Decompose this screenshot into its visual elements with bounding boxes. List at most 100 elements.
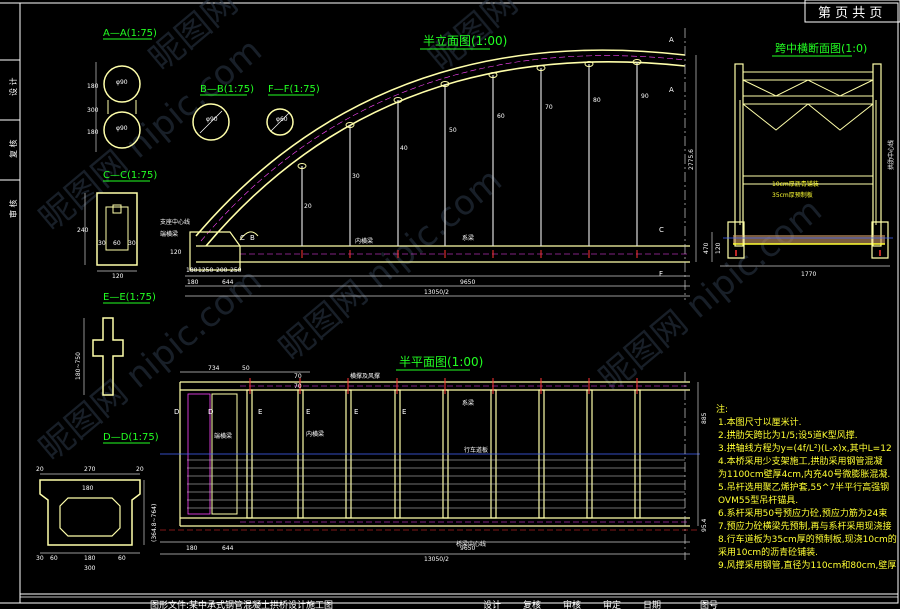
plan-dim-3: 70 (294, 373, 302, 380)
end-beam-label: 端横梁 (160, 230, 178, 238)
section-aa-title: A—A(1:75) (103, 28, 157, 39)
ff-label: φ60 (276, 116, 288, 123)
title-cell-5: 日期 (643, 600, 661, 609)
aa-label-1: φ90 (116, 79, 128, 86)
plan-dim-1: 734 (208, 365, 220, 372)
elevation-dim-bottom-1: 180 (187, 279, 199, 286)
aa-dim-3: 180 (87, 129, 99, 136)
dd-dim-2: 20 (36, 466, 44, 473)
elevation-dim-bottom-3: 180 (186, 267, 198, 274)
hanger-ticks (301, 250, 638, 258)
bb-label: φ90 (206, 116, 218, 123)
notes-line-3: 3.拱轴线方程为y=(4f/L²)(L-x)x,其中L=12 (718, 442, 892, 454)
ee-dim-1: 180~750 (75, 352, 82, 380)
cross-section-title: 跨中横断面图(1:0) (775, 41, 867, 55)
plan-end-beam-label: 端横梁 (214, 432, 232, 440)
hanger-label-8: 90 (641, 93, 649, 100)
hanger-label-7: 80 (593, 97, 601, 104)
cross-height-1: 470 (703, 242, 710, 254)
half-elevation: 半立面图(1:00) (160, 28, 697, 300)
section-cc-title: C—C(1:75) (103, 170, 157, 181)
title-cell-4: 审定 (603, 599, 621, 609)
elevation-dim-total: 9650 (460, 279, 475, 286)
margin-label-2: 复 核 (8, 139, 18, 158)
title-cell-3: 审核 (563, 599, 581, 609)
elevation-dim-bottom-6: 250 (230, 267, 242, 274)
plan-dim-half: 13050/2 (424, 556, 449, 563)
section-bb: B—B(1:75) φ90 (192, 84, 254, 141)
section-cc: C—C(1:75) 240 30 60 30 120 (77, 170, 157, 280)
notes-line-4: 4.本桥采用少支架施工,拱肋采用钢管混凝 (718, 455, 882, 467)
hanger-label-3: 40 (400, 145, 408, 152)
dd-dim-3: 180 (82, 485, 94, 492)
notes-line-7: OVM55型吊杆锚具. (718, 494, 798, 506)
notes-line-11: 采用10cm的沥青砼铺装. (718, 546, 818, 558)
elevation-marker-c1: C (240, 234, 245, 242)
section-bb-title: B—B(1:75) (200, 84, 254, 95)
title-block: 图形文件:某中承式钢管混凝土拱桥设计施工图 设计 复核 审核 审定 日期 图号 (20, 596, 898, 609)
notes-line-5: 为1100cm壁厚4cm,内充40号微膨胀混凝. (718, 468, 890, 480)
plan-tie-beam-label: 系梁 (462, 399, 474, 407)
title-cell-6: 图号 (700, 600, 718, 609)
hanger-label-2: 30 (352, 173, 360, 180)
plan-marker-e2: E (306, 408, 310, 416)
notes-line-12: 9.风撑采用钢管,直径为110cm和80cm,壁厚 (718, 559, 896, 571)
dd-dim-6: 180 (84, 555, 96, 562)
hanger-label-1: 20 (304, 203, 312, 210)
plan-side-dim-2: 95.4 (701, 518, 708, 532)
cc-dim-5: 120 (112, 273, 124, 280)
plan-dim-4: 70 (294, 383, 302, 390)
plan-marker-d2: D (208, 408, 213, 416)
dd-dim-5: 60 (50, 555, 58, 562)
elevation-marker-c2: C (659, 226, 664, 234)
left-margin-labels: 设 计 复 核 审 核 (8, 77, 18, 218)
cc-dim-4: 30 (128, 240, 136, 247)
dd-dim-1: 270 (84, 466, 96, 473)
plan-title: 半平面图(1:00) (399, 355, 483, 369)
hanger-length-labels: 20 30 40 50 60 70 80 90 (304, 93, 649, 210)
section-ff-title: F—F(1:75) (268, 84, 320, 95)
section-dd-title: D—D(1:75) (103, 432, 159, 443)
elevation-marker-f: F (659, 270, 663, 278)
elevation-dim-bottom-5: 200 (216, 267, 228, 274)
title-cell-2: 复核 (523, 599, 541, 609)
dd-dim-8: 30 (36, 555, 44, 562)
aa-dim-2: 300 (87, 107, 99, 114)
aa-dim-1: 180 (87, 83, 99, 90)
section-ff: F—F(1:75) φ60 (266, 84, 320, 136)
cross-slab-note: 35cm厚预制板 (772, 191, 813, 199)
elevation-marker-a1: A (669, 36, 674, 44)
cross-height-2: 120 (715, 242, 722, 254)
elevation-dim-bottom-4: 1250 (198, 267, 213, 274)
watermark: 昵图网 nipic.com 昵图网 nipic.com 昵图网 nipic.co… (32, 0, 830, 469)
elevation-marker-b: B (250, 234, 255, 242)
cc-dim-1: 240 (77, 227, 89, 234)
cross-section: 跨中横断面图(1:0) 10cm厚沥青铺装 35cm厚预制板 177 (703, 41, 895, 278)
title-block-drawing-title: 图形文件:某中承式钢管混凝土拱桥设计施工图 (150, 599, 333, 609)
hanger-label-6: 70 (545, 104, 553, 111)
elevation-title: 半立面图(1:00) (423, 33, 507, 48)
page-count-label: 第 页 共 页 (818, 6, 882, 21)
hanger-label-4: 50 (449, 127, 457, 134)
section-aa: A—A(1:75) 180 300 180 φ90 φ90 (87, 28, 157, 152)
plan-marker-d1: D (174, 408, 179, 416)
tie-beam-label: 系梁 (462, 234, 474, 242)
section-ee-title: E—E(1:75) (103, 292, 156, 303)
notes-line-2: 2.拱肋矢跨比为1/5;设5道K型风撑. (718, 429, 858, 441)
dd-dim-4: 20 (136, 466, 144, 473)
elevation-dim-bottom-2: 644 (222, 279, 234, 286)
plan-dim-5: 180 (186, 545, 198, 552)
hangers (301, 62, 638, 246)
arch-rib-upper (195, 49, 686, 237)
section-ee: E—E(1:75) 180~750 (75, 292, 156, 396)
notes-line-8: 6.系杆采用50号预应力砼,预应力筋为24束 (718, 507, 887, 519)
plan-middle-beam-label: 内横梁 (306, 430, 324, 438)
plan-side-dim-1: 885 (701, 412, 708, 424)
cc-dim-3: 60 (113, 240, 121, 247)
arch-rib-lower (205, 61, 686, 247)
elevation-dim-bottom-7: 120 (170, 249, 182, 256)
aa-label-2: φ90 (116, 125, 128, 132)
middle-beam-label: 内横梁 (355, 237, 373, 245)
cross-side-label: 拱肋中心线 (887, 140, 895, 170)
